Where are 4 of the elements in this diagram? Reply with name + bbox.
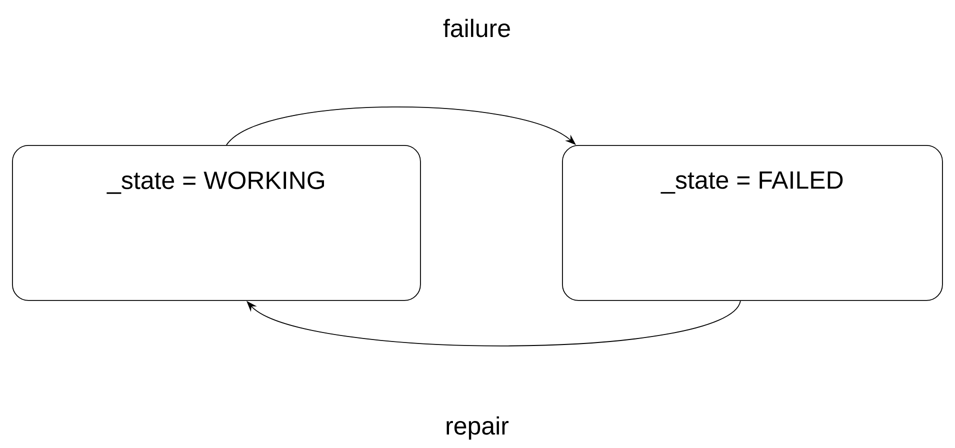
state-box: _state = FAILED [562,145,943,301]
state-box: _state = WORKING [12,145,421,301]
edge-label: repair [443,414,511,442]
edge-label: failure [440,16,514,40]
